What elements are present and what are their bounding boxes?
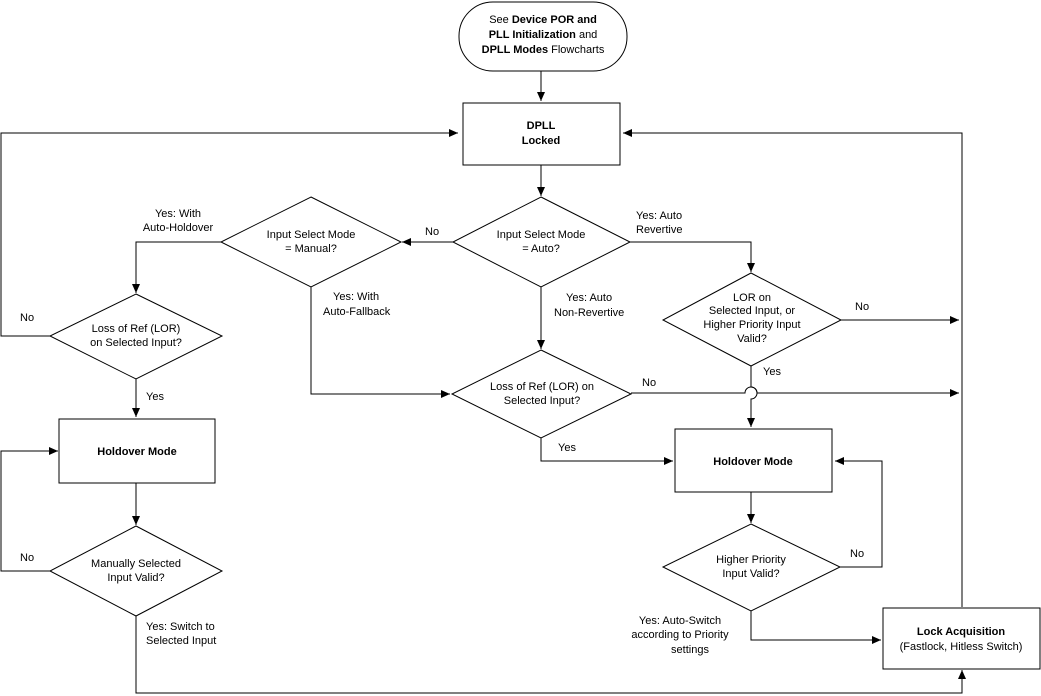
start-text-run: DPLL Modes xyxy=(482,44,548,56)
label-yes-nonrevertive-1: Yes: Auto xyxy=(566,292,612,304)
label-yes-auto-revertive-1: Yes: Auto xyxy=(636,210,682,222)
label-yes-fallback-1: Yes: With xyxy=(333,291,379,303)
label-yes-auto-holdover-1: Yes: With xyxy=(155,208,201,220)
connector-manual-valid-no-loop xyxy=(0,447,58,572)
start-text-run: Flowcharts xyxy=(548,44,605,56)
lor-center-line2: Selected Input? xyxy=(504,395,580,407)
start-text-run: and xyxy=(576,29,597,41)
label-yes-autoswitch-3: settings xyxy=(671,644,709,656)
auto-mode-decision-line1: Input Select Mode xyxy=(497,229,586,241)
label-yes-lor-left: Yes xyxy=(146,391,164,403)
connector-lor-center-no xyxy=(631,386,959,397)
connector-lor-left-no-to-dpll xyxy=(0,129,458,337)
connector-manual-fallback-to-lor-center xyxy=(310,287,450,398)
label-no-auto: No xyxy=(425,226,439,238)
priority-valid-line2: Input Valid? xyxy=(722,568,779,580)
connector-priority-no-loop xyxy=(835,457,883,568)
label-yes-switch-1: Yes: Switch to xyxy=(146,621,215,633)
holdover-left-box: Holdover Mode xyxy=(58,418,216,484)
manual-valid-decision: Manually Selected Input Valid? xyxy=(48,525,224,617)
lor-right-line2: Selected Input, or xyxy=(709,305,796,317)
lock-acquisition-line2: (Fastlock, Hitless Switch) xyxy=(900,641,1023,653)
auto-mode-decision: Input Select Mode = Auto? xyxy=(451,196,632,288)
dpll-locked-box: DPLL Locked xyxy=(462,102,621,166)
label-yes-autoswitch-1: Yes: Auto-Switch xyxy=(639,615,721,627)
label-yes-auto-holdover-2: Auto-Holdover xyxy=(143,222,214,234)
holdover-left-label: Holdover Mode xyxy=(97,446,176,458)
label-yes-fallback-2: Auto-Fallback xyxy=(323,306,391,318)
label-yes-lor-center: Yes xyxy=(558,442,576,454)
connector-manual-to-lor-left xyxy=(132,241,221,293)
connector-manual-valid-yes-to-lock xyxy=(135,616,966,694)
edge-labels: Yes: With Auto-Holdover No Yes: Auto Rev… xyxy=(20,208,869,656)
lor-center-line1: Loss of Ref (LOR) on xyxy=(490,381,594,393)
label-yes-nonrevertive-2: Non-Revertive xyxy=(554,307,624,319)
dpll-locked-line2: Locked xyxy=(522,135,561,147)
auto-mode-decision-line2: = Auto? xyxy=(522,243,560,255)
priority-valid-decision: Higher Priority Input Valid? xyxy=(661,523,842,612)
label-yes-auto-revertive-2: Revertive xyxy=(636,224,682,236)
lor-right-line1: LOR on xyxy=(733,292,771,304)
connector-priority-yes-to-lock xyxy=(750,611,881,644)
manual-mode-decision-line2: = Manual? xyxy=(285,243,337,255)
lor-left-line2: on Selected Input? xyxy=(90,337,182,349)
label-no-manual-valid: No xyxy=(20,552,34,564)
lock-acquisition-line1: Lock Acquisition xyxy=(917,626,1005,638)
label-yes-switch-2: Selected Input xyxy=(146,635,216,647)
label-no-priority: No xyxy=(850,548,864,560)
holdover-right-box: Holdover Mode xyxy=(674,428,833,493)
connector-auto-revertive-to-lor-right xyxy=(630,241,755,272)
lor-left-decision: Loss of Ref (LOR) on Selected Input? xyxy=(48,293,224,380)
label-yes-autoswitch-2: according to Priority xyxy=(631,629,729,641)
start-text-run: See xyxy=(489,14,512,26)
connector-lor-right-yes-to-holdover xyxy=(747,366,758,427)
manual-mode-decision: Input Select Mode = Manual? xyxy=(219,196,403,288)
lor-right-decision: LOR on Selected Input, or Higher Priorit… xyxy=(661,272,843,367)
lor-right-line3: Higher Priority Input xyxy=(703,319,800,331)
priority-valid-line1: Higher Priority xyxy=(716,554,786,566)
dpll-locked-line1: DPLL xyxy=(527,120,556,132)
start-text-run: Device POR and xyxy=(512,14,597,26)
lor-left-line1: Loss of Ref (LOR) xyxy=(92,323,181,335)
holdover-right-label: Holdover Mode xyxy=(713,456,792,468)
connector-lock-to-dpll xyxy=(623,129,963,607)
lock-acquisition-box: Lock Acquisition (Fastlock, Hitless Swit… xyxy=(882,607,1041,670)
lor-right-line4: Valid? xyxy=(737,333,767,345)
manual-valid-line2: Input Valid? xyxy=(107,572,164,584)
label-no-lor-left: No xyxy=(20,312,34,324)
label-no-lor-right: No xyxy=(855,301,869,313)
manual-valid-line1: Manually Selected xyxy=(91,558,181,570)
start-text-run: PLL Initialization xyxy=(489,29,576,41)
connector-lor-center-yes-to-holdover xyxy=(540,438,673,465)
manual-mode-decision-line1: Input Select Mode xyxy=(267,229,356,241)
lor-center-decision: Loss of Ref (LOR) on Selected Input? xyxy=(450,349,633,439)
label-yes-lor-right: Yes xyxy=(763,366,781,378)
label-no-lor-center: No xyxy=(642,377,656,389)
